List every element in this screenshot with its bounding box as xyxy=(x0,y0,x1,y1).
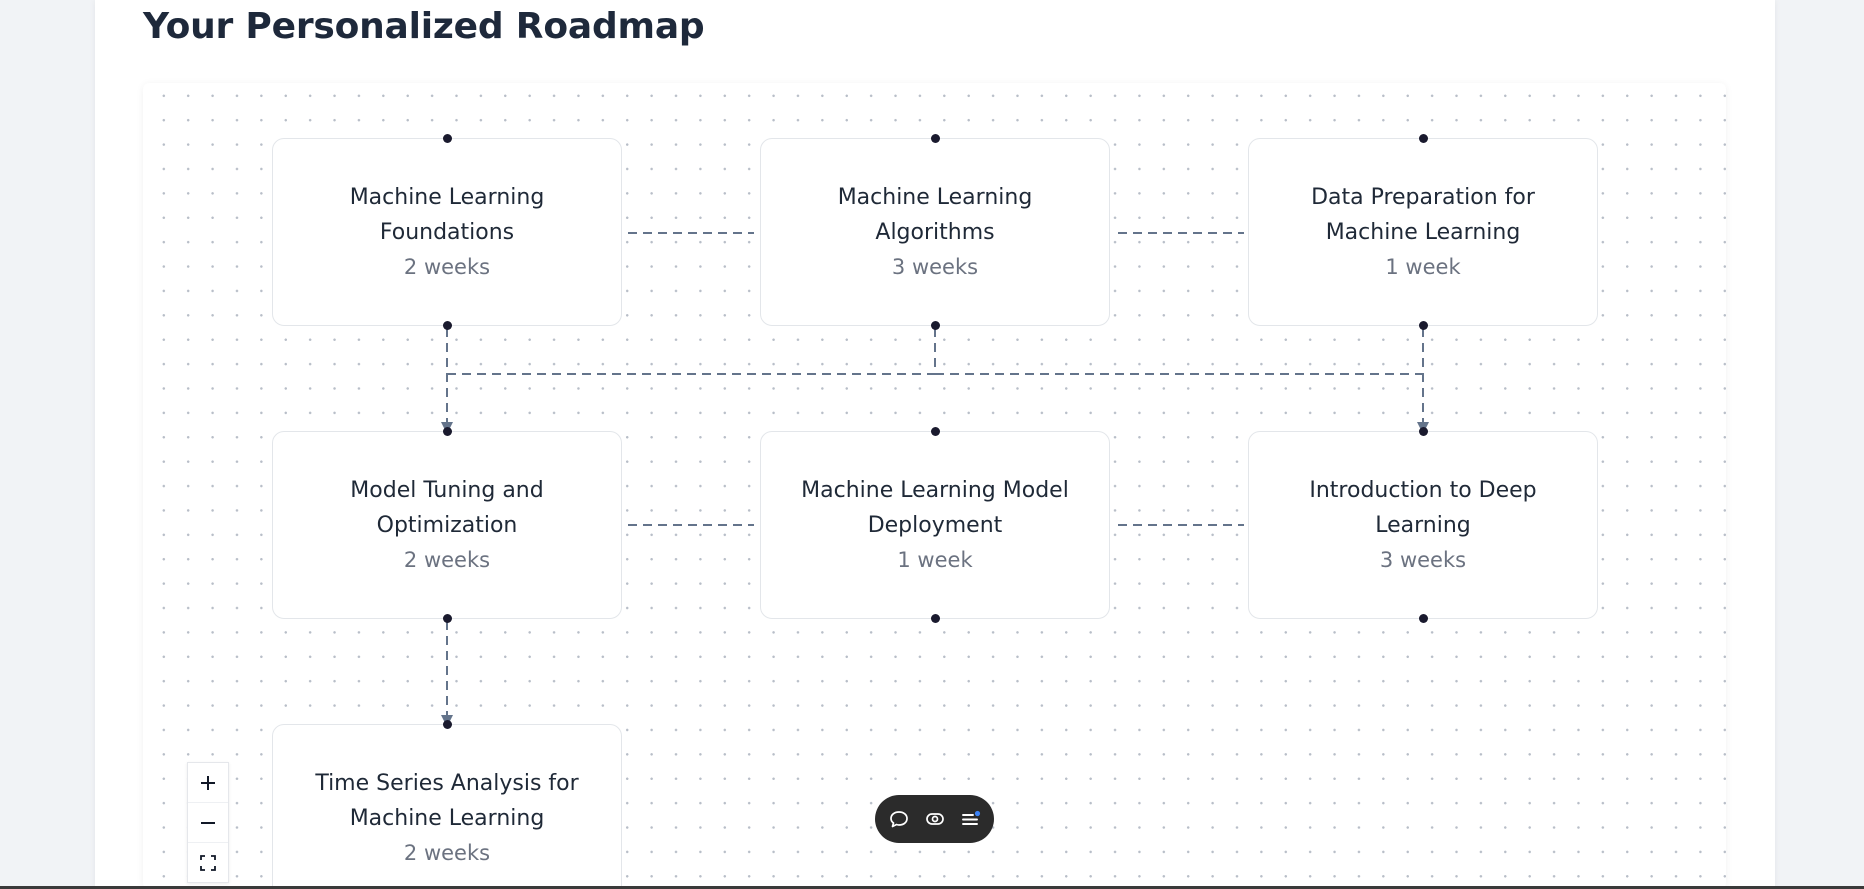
roadmap-node[interactable]: Introduction to Deep Learning 3 weeks xyxy=(1248,427,1598,623)
node-title: Model Tuning and Optimization xyxy=(350,477,544,538)
node-duration: 3 weeks xyxy=(891,254,979,279)
list-menu-icon xyxy=(961,810,980,825)
node-duration: 1 week xyxy=(897,547,973,572)
edges-layer xyxy=(441,232,1429,727)
comment-button[interactable] xyxy=(885,805,913,833)
roadmap-node[interactable]: Machine Learning Model Deployment 1 week xyxy=(760,427,1110,623)
fullscreen-icon xyxy=(200,854,216,871)
window-bottom-edge xyxy=(0,886,1864,889)
node-handle-top[interactable] xyxy=(442,720,452,729)
zoom-in-button[interactable] xyxy=(188,763,228,803)
node-handle-bottom[interactable] xyxy=(442,614,452,623)
menu-button[interactable] xyxy=(957,805,985,833)
node-handle-top[interactable] xyxy=(442,134,452,143)
roadmap-node[interactable]: Time Series Analysis for Machine Learnin… xyxy=(272,720,622,889)
node-handle-bottom[interactable] xyxy=(1418,614,1428,623)
roadmap-canvas[interactable]: Machine Learning Foundations 2 weeks Mac… xyxy=(143,83,1726,889)
node-title: Machine Learning Foundations xyxy=(349,184,545,245)
node-handle-top[interactable] xyxy=(442,427,452,436)
node-handle-bottom[interactable] xyxy=(442,321,452,330)
page-title: Your Personalized Roadmap xyxy=(143,6,705,47)
view-toggle-button[interactable] xyxy=(921,805,949,833)
fit-view-button[interactable] xyxy=(188,843,228,882)
roadmap-node[interactable]: Machine Learning Algorithms 3 weeks xyxy=(760,134,1110,330)
node-handle-top[interactable] xyxy=(930,134,940,143)
floating-toolbar xyxy=(875,795,994,843)
roadmap-node[interactable]: Machine Learning Foundations 2 weeks xyxy=(272,134,622,330)
zoom-controls xyxy=(187,762,229,883)
roadmap-node[interactable]: Model Tuning and Optimization 2 weeks xyxy=(272,427,622,623)
node-duration: 3 weeks xyxy=(1379,547,1467,572)
node-title: Time Series Analysis for Machine Learnin… xyxy=(315,770,579,831)
plus-icon xyxy=(201,775,215,790)
eye-icon xyxy=(925,813,944,825)
chat-bubble-icon xyxy=(889,811,908,828)
zoom-out-button[interactable] xyxy=(188,803,228,843)
node-duration: 2 weeks xyxy=(403,840,491,865)
node-handle-top[interactable] xyxy=(1418,134,1428,143)
node-handle-bottom[interactable] xyxy=(1418,321,1428,330)
node-title: Machine Learning Model Deployment xyxy=(801,477,1069,538)
node-duration: 2 weeks xyxy=(403,547,491,572)
roadmap-node[interactable]: Data Preparation for Machine Learning 1 … xyxy=(1248,134,1598,330)
node-handle-top[interactable] xyxy=(930,427,940,436)
node-title: Machine Learning Algorithms xyxy=(837,184,1033,245)
minus-icon xyxy=(201,821,215,824)
node-handle-top[interactable] xyxy=(1418,427,1428,436)
node-handle-bottom[interactable] xyxy=(930,614,940,623)
edge-2-down xyxy=(447,328,936,375)
node-title: Data Preparation for Machine Learning xyxy=(1311,184,1535,245)
node-duration: 2 weeks xyxy=(403,254,491,279)
node-duration: 1 week xyxy=(1385,254,1461,279)
node-title: Introduction to Deep Learning xyxy=(1309,477,1537,538)
node-handle-bottom[interactable] xyxy=(930,321,940,330)
